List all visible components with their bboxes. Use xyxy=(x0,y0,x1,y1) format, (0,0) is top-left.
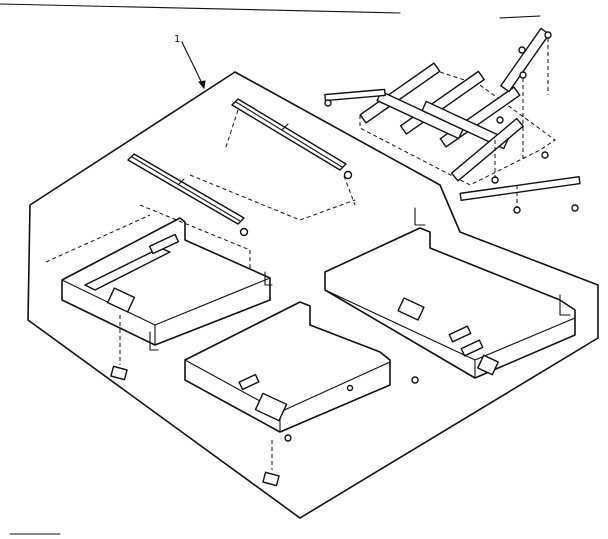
right-bracket-tab xyxy=(397,297,425,321)
callout-label: 1 xyxy=(174,34,180,45)
lower-rod-retaining-ring xyxy=(239,227,249,237)
upper-rod-joint xyxy=(281,123,289,131)
callout-arrowhead xyxy=(198,80,206,90)
center-bracket-hole xyxy=(346,384,354,392)
left-bracket xyxy=(61,217,273,381)
right-bracket-fold xyxy=(324,289,576,379)
left-bracket-hooks xyxy=(149,271,273,351)
callout-leader-line xyxy=(181,41,205,89)
linkage-arm xyxy=(500,27,550,93)
scan-edge-line xyxy=(499,15,541,19)
right-bracket xyxy=(324,207,576,379)
right-bracket-outline xyxy=(324,227,576,379)
linkage-pin xyxy=(324,99,332,107)
base-plate xyxy=(27,71,599,519)
lower-rod-joint xyxy=(177,178,185,186)
linkage-arm xyxy=(421,100,509,150)
linkage-pin xyxy=(519,71,527,79)
right-bracket-slot xyxy=(460,339,484,357)
upper-rod xyxy=(224,98,356,206)
upper-rod-retaining-ring xyxy=(343,170,353,180)
center-bracket-outline xyxy=(184,301,391,433)
upper-rod-guide-line xyxy=(224,109,356,206)
linkage-pin xyxy=(496,116,504,124)
center-bracket-tab xyxy=(254,392,288,422)
linkage-pin xyxy=(571,204,579,212)
left-bracket-slot-plate xyxy=(84,247,171,291)
scissor-linkage xyxy=(324,27,581,214)
linkage-pin xyxy=(544,31,552,39)
left-bracket-tab xyxy=(106,287,136,313)
center-foot-pad xyxy=(262,471,280,487)
center-bracket-screw xyxy=(284,434,292,442)
linkage-arm xyxy=(359,62,441,124)
linkage-pin xyxy=(518,46,526,54)
left-bracket-fold xyxy=(61,277,271,346)
lower-rod-highlight xyxy=(131,156,241,222)
scan-edge-line xyxy=(0,3,401,14)
right-bracket-hooks xyxy=(414,207,571,316)
left-bracket-slot xyxy=(148,233,180,255)
linkage-link xyxy=(324,88,386,102)
center-bracket xyxy=(184,301,419,487)
lower-rod xyxy=(127,153,249,237)
base-plate-outline xyxy=(27,71,599,519)
callout-part-1: 1 xyxy=(174,34,206,90)
linkage-arm xyxy=(450,117,524,182)
center-bracket-slot xyxy=(238,373,260,391)
upper-rod-highlight xyxy=(235,101,343,168)
linkage-pin-guides xyxy=(494,38,549,208)
linkage-link xyxy=(459,175,581,202)
right-bracket-foot-pad xyxy=(477,354,499,376)
right-bracket-slot xyxy=(448,325,472,343)
left-foot-pad xyxy=(110,365,128,381)
linkage-pin xyxy=(541,151,549,159)
assembly-guide-lines xyxy=(45,174,356,270)
center-bracket-screw xyxy=(411,376,419,384)
